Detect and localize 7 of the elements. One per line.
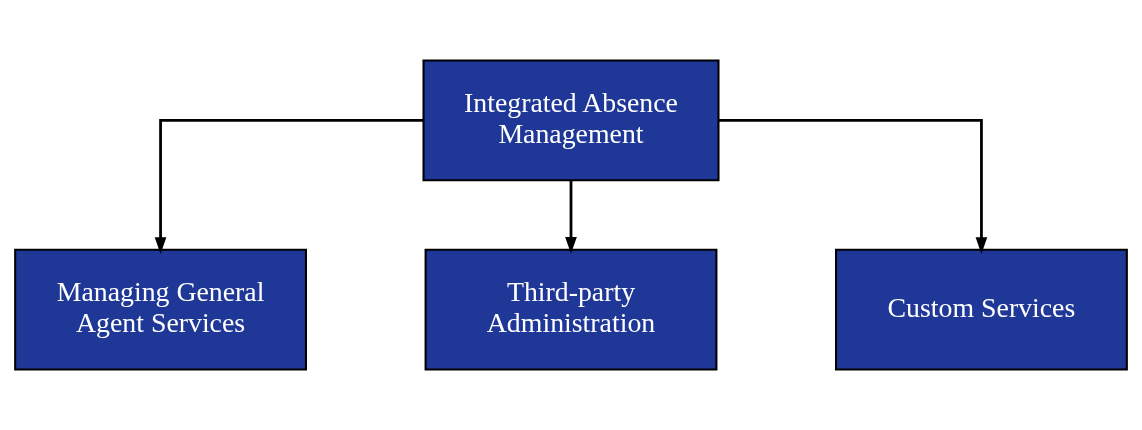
arrow bbox=[154, 119, 424, 254]
node-box: Custom Services bbox=[835, 248, 1128, 371]
arrow bbox=[718, 119, 988, 254]
node-box: Managing General Agent Services bbox=[14, 248, 307, 371]
node-box: Third-party Administration bbox=[424, 248, 718, 371]
node-box: Integrated Absence Management bbox=[422, 59, 720, 182]
arrow bbox=[565, 180, 577, 254]
